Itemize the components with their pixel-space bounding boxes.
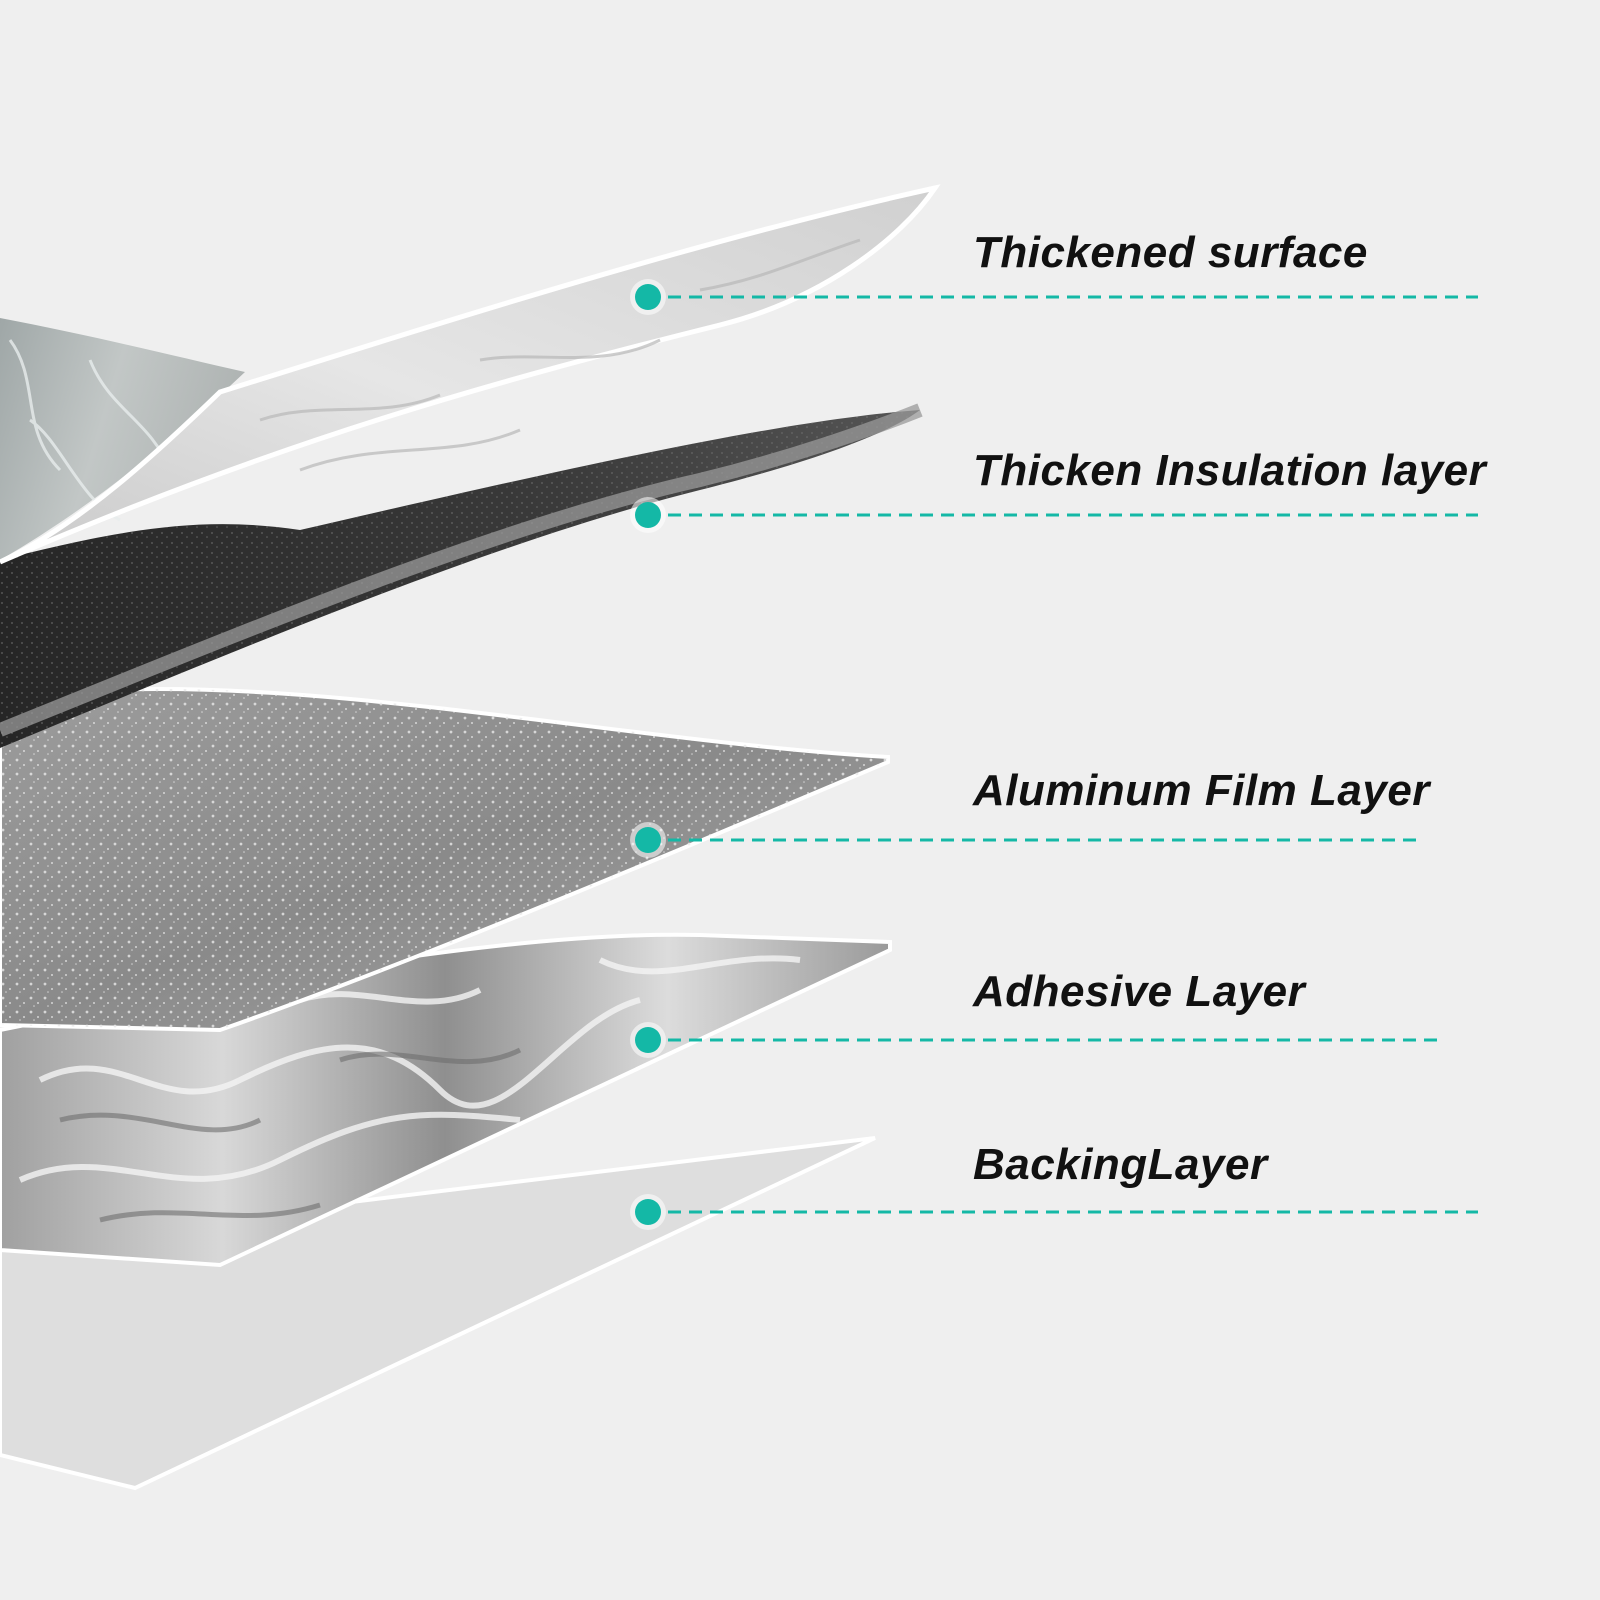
thickened-surface-texture bbox=[259, 238, 861, 472]
label-thickened-surface: Thickened surface bbox=[973, 228, 1368, 277]
insulation-layer-edge bbox=[0, 403, 923, 737]
callout-dot-1 bbox=[635, 502, 661, 528]
marble-top-sheet bbox=[0, 318, 245, 560]
callout-dot-3 bbox=[635, 1027, 661, 1053]
adhesive-layer-ripples bbox=[18, 955, 801, 1183]
callout-dot-0 bbox=[635, 284, 661, 310]
label-aluminum-film-layer: Aluminum Film Layer bbox=[973, 766, 1430, 815]
adhesive-layer-shadows bbox=[59, 1047, 522, 1223]
label-adhesive-layer: Adhesive Layer bbox=[973, 967, 1306, 1016]
aluminum-film-layer-texture bbox=[0, 688, 888, 1030]
label-backing-layer: BackingLayer bbox=[973, 1140, 1268, 1189]
label-insulation-layer: Thicken Insulation layer bbox=[973, 446, 1487, 495]
callouts bbox=[630, 279, 1478, 1230]
thickened-surface-sheet bbox=[0, 184, 941, 565]
callout-dot-4 bbox=[635, 1199, 661, 1225]
callout-dot-2 bbox=[635, 827, 661, 853]
